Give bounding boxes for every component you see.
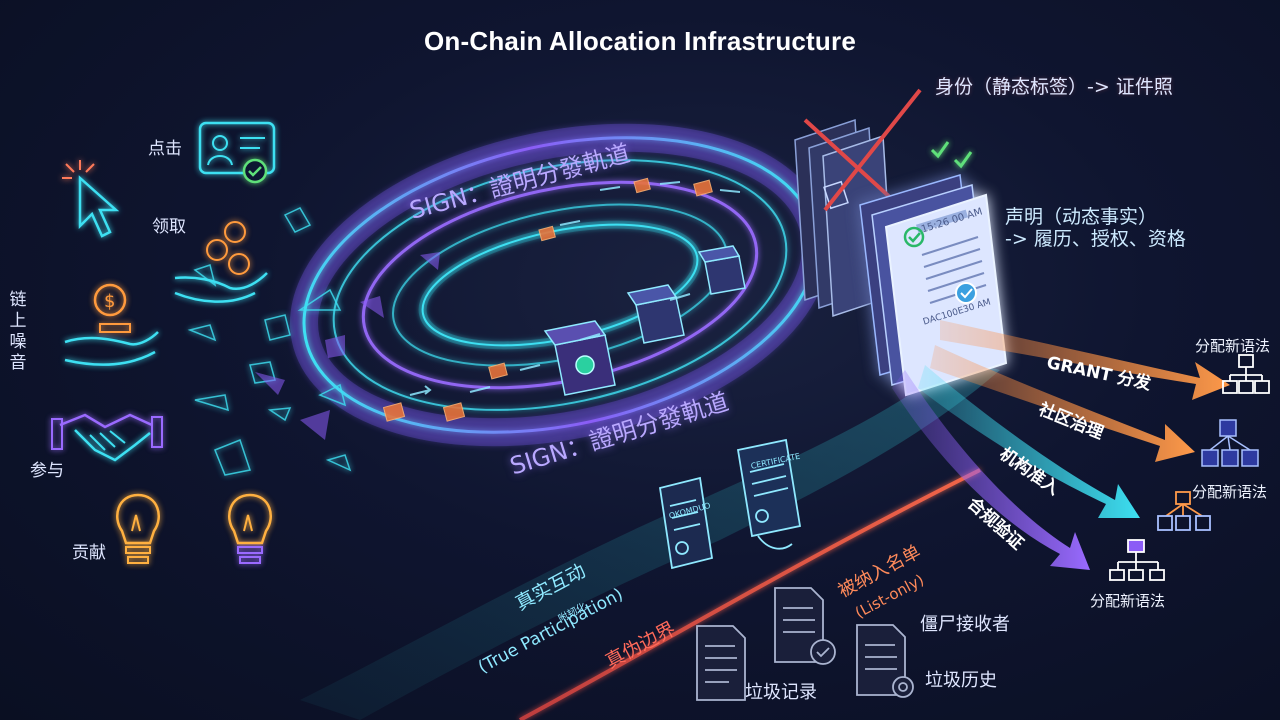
page-title: On-Chain Allocation Infrastructure bbox=[0, 26, 1280, 57]
coins-hand-icon bbox=[175, 222, 267, 302]
lightbulb-icon-2 bbox=[229, 495, 271, 563]
zombie-recipients-label: 僵尸接收者 bbox=[920, 610, 1010, 636]
check-marks bbox=[932, 142, 971, 166]
cube-grid-icon bbox=[1202, 420, 1258, 466]
action-contribute-label: 贡献 bbox=[72, 538, 106, 563]
allocation-primitive-label-2: 分配新语法 bbox=[1192, 481, 1267, 502]
garbage-doc-1 bbox=[697, 626, 745, 700]
on-chain-noise-label: 链上噪音 bbox=[8, 290, 28, 374]
action-participate-label: 参与 bbox=[30, 456, 64, 481]
action-click-label: 点击 bbox=[148, 134, 182, 159]
claims-label-line2: -> 履历、授权、资格 bbox=[1005, 224, 1186, 251]
garbage-records-label: 垃圾记录 bbox=[745, 678, 817, 704]
lightbulb-icon bbox=[117, 495, 159, 563]
handshake-icon bbox=[52, 415, 162, 460]
cube-small bbox=[699, 246, 745, 294]
cursor-icon bbox=[62, 160, 116, 236]
tree-icon-1 bbox=[1223, 355, 1269, 393]
tree-icon-3 bbox=[1110, 540, 1164, 580]
dollar-hand-icon: $ bbox=[65, 285, 158, 365]
allocation-primitive-label-1: 分配新语法 bbox=[1195, 335, 1270, 356]
garbage-doc-2 bbox=[775, 588, 835, 664]
garbage-history-label: 垃圾历史 bbox=[925, 666, 997, 692]
identity-label: 身份（静态标签）-> 证件照 bbox=[935, 72, 1173, 99]
svg-text:$: $ bbox=[104, 291, 115, 312]
allocation-primitive-label-3: 分配新语法 bbox=[1090, 590, 1165, 611]
id-card-icon bbox=[200, 123, 274, 182]
garbage-doc-3 bbox=[857, 625, 913, 697]
action-claim-label: 领取 bbox=[152, 212, 186, 237]
